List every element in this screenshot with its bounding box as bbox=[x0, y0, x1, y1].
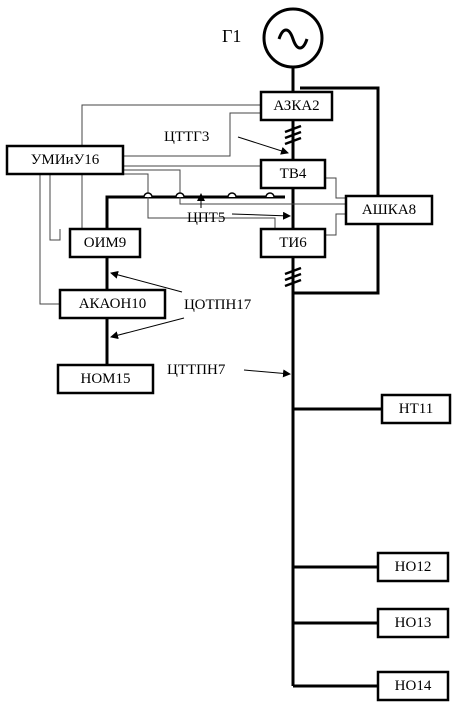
block-no12: НО12 bbox=[376, 551, 450, 583]
block-oim: ОИМ9 bbox=[68, 227, 142, 259]
block-no14: НО14 bbox=[376, 670, 450, 702]
sine-wave-icon bbox=[277, 28, 309, 50]
svg-text:ТИ6: ТИ6 bbox=[279, 235, 307, 251]
block-akaon: АКАОН10 bbox=[58, 288, 167, 320]
block-azka: АЗКА2 bbox=[259, 90, 334, 122]
block-ti: ТИ6 bbox=[259, 227, 327, 259]
label-cttpn: ЦТТПН7 bbox=[167, 362, 226, 378]
svg-text:ОИМ9: ОИМ9 bbox=[84, 235, 127, 251]
svg-text:АШКА8: АШКА8 bbox=[362, 202, 416, 218]
svg-text:ТВ4: ТВ4 bbox=[280, 166, 307, 182]
label-cpt: ЦПТ5 bbox=[187, 210, 225, 226]
power-lines bbox=[105, 66, 382, 688]
svg-text:АЗКА2: АЗКА2 bbox=[273, 98, 319, 114]
annotation-arrows bbox=[110, 136, 291, 378]
line-gen-ashka bbox=[300, 86, 380, 196]
block-nom: НОМ15 bbox=[56, 363, 155, 395]
generator: Г1 bbox=[222, 7, 324, 69]
svg-text:УМИиУ16: УМИиУ16 bbox=[31, 152, 100, 168]
svg-text:НТ11: НТ11 bbox=[399, 401, 433, 417]
svg-text:НО14: НО14 bbox=[395, 678, 432, 694]
block-umiu: УМИиУ16 bbox=[5, 144, 125, 176]
generator-label: Г1 bbox=[222, 26, 241, 46]
svg-text:НО13: НО13 bbox=[395, 615, 432, 631]
signal-lines bbox=[39, 104, 346, 305]
block-tv: ТВ4 bbox=[259, 158, 327, 190]
line-ashka-bus bbox=[293, 224, 380, 295]
bus-hatch-marks bbox=[284, 124, 302, 288]
block-nt11: НТ11 bbox=[380, 393, 452, 425]
svg-text:АКАОН10: АКАОН10 bbox=[79, 296, 147, 312]
label-cotpn: ЦОТПН17 bbox=[184, 297, 252, 313]
svg-text:НОМ15: НОМ15 bbox=[80, 371, 130, 387]
line-oim-top bbox=[105, 195, 285, 229]
block-no13: НО13 bbox=[376, 607, 450, 639]
block-ashka: АШКА8 bbox=[344, 194, 434, 226]
svg-text:НО12: НО12 bbox=[395, 559, 432, 575]
line-crossings bbox=[143, 192, 275, 198]
label-cttg: ЦТТГ3 bbox=[164, 129, 209, 145]
